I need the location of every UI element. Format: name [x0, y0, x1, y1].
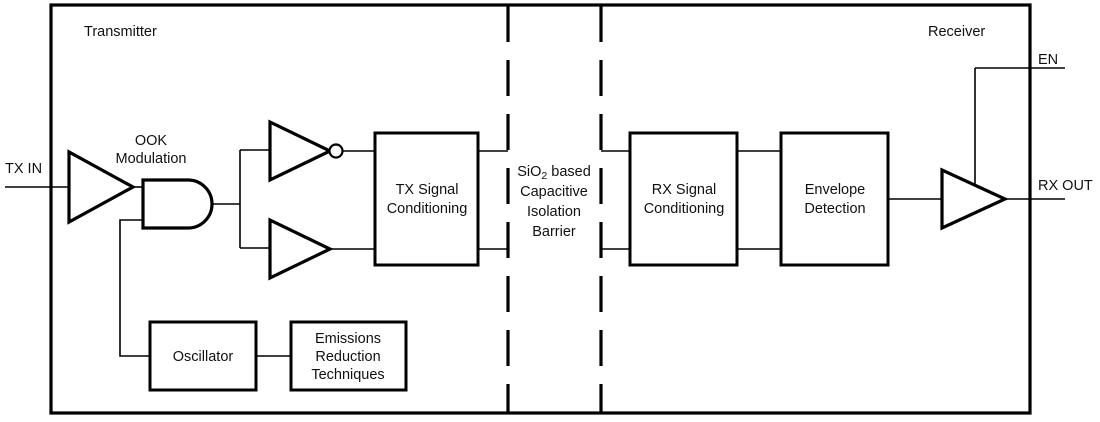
inverter-icon [268, 119, 334, 183]
rx-signal-conditioning-line1: RX Signal [652, 182, 716, 198]
rx-signal-conditioning-line2: Conditioning [644, 201, 725, 217]
barrier-sio-suffix: based [547, 164, 591, 180]
receiver-label: Receiver [928, 24, 985, 40]
barrier-sio-subscript: 2 [541, 170, 547, 182]
oscillator-label: Oscillator [173, 349, 234, 365]
barrier-text-line4: Barrier [532, 224, 576, 240]
tx-in-label: TX IN [5, 161, 42, 177]
chip-outline [49, 3, 1032, 415]
emissions-reduction-line2: Reduction [315, 349, 380, 365]
tx-signal-conditioning-line2: Conditioning [387, 201, 468, 217]
envelope-detection-block [779, 131, 890, 267]
transmitter-label: Transmitter [84, 24, 157, 40]
oscillator-block [148, 320, 258, 392]
emissions-reduction-block [289, 320, 408, 392]
tx-signal-conditioning-line1: TX Signal [396, 182, 459, 198]
barrier-text-line2: Capacitive [520, 184, 588, 200]
input-buffer-icon [67, 149, 137, 225]
en-label: EN [1038, 52, 1058, 68]
envelope-detection-line2: Detection [804, 201, 865, 217]
envelope-detection-line1: Envelope [805, 182, 865, 198]
ook-modulation-line2: Modulation [116, 151, 187, 167]
ook-modulation-line1: OOK [135, 133, 168, 149]
barrier-sio-prefix: SiO [517, 164, 541, 180]
barrier-text-line1: SiO2 based [517, 164, 591, 182]
inverter-bubble-icon [328, 143, 344, 159]
tx-signal-conditioning-block [373, 131, 480, 267]
emissions-reduction-line3: Techniques [311, 367, 384, 383]
rx-signal-conditioning-block [628, 131, 739, 267]
barrier-text-line3: Isolation [527, 204, 581, 220]
wire-oscillator-to-and [119, 219, 150, 357]
output-buffer-icon [940, 167, 1009, 231]
emissions-reduction-line1: Emissions [315, 331, 381, 347]
buffer-icon [268, 217, 334, 281]
rx-out-label: RX OUT [1038, 178, 1093, 194]
and-gate-icon [141, 178, 214, 230]
